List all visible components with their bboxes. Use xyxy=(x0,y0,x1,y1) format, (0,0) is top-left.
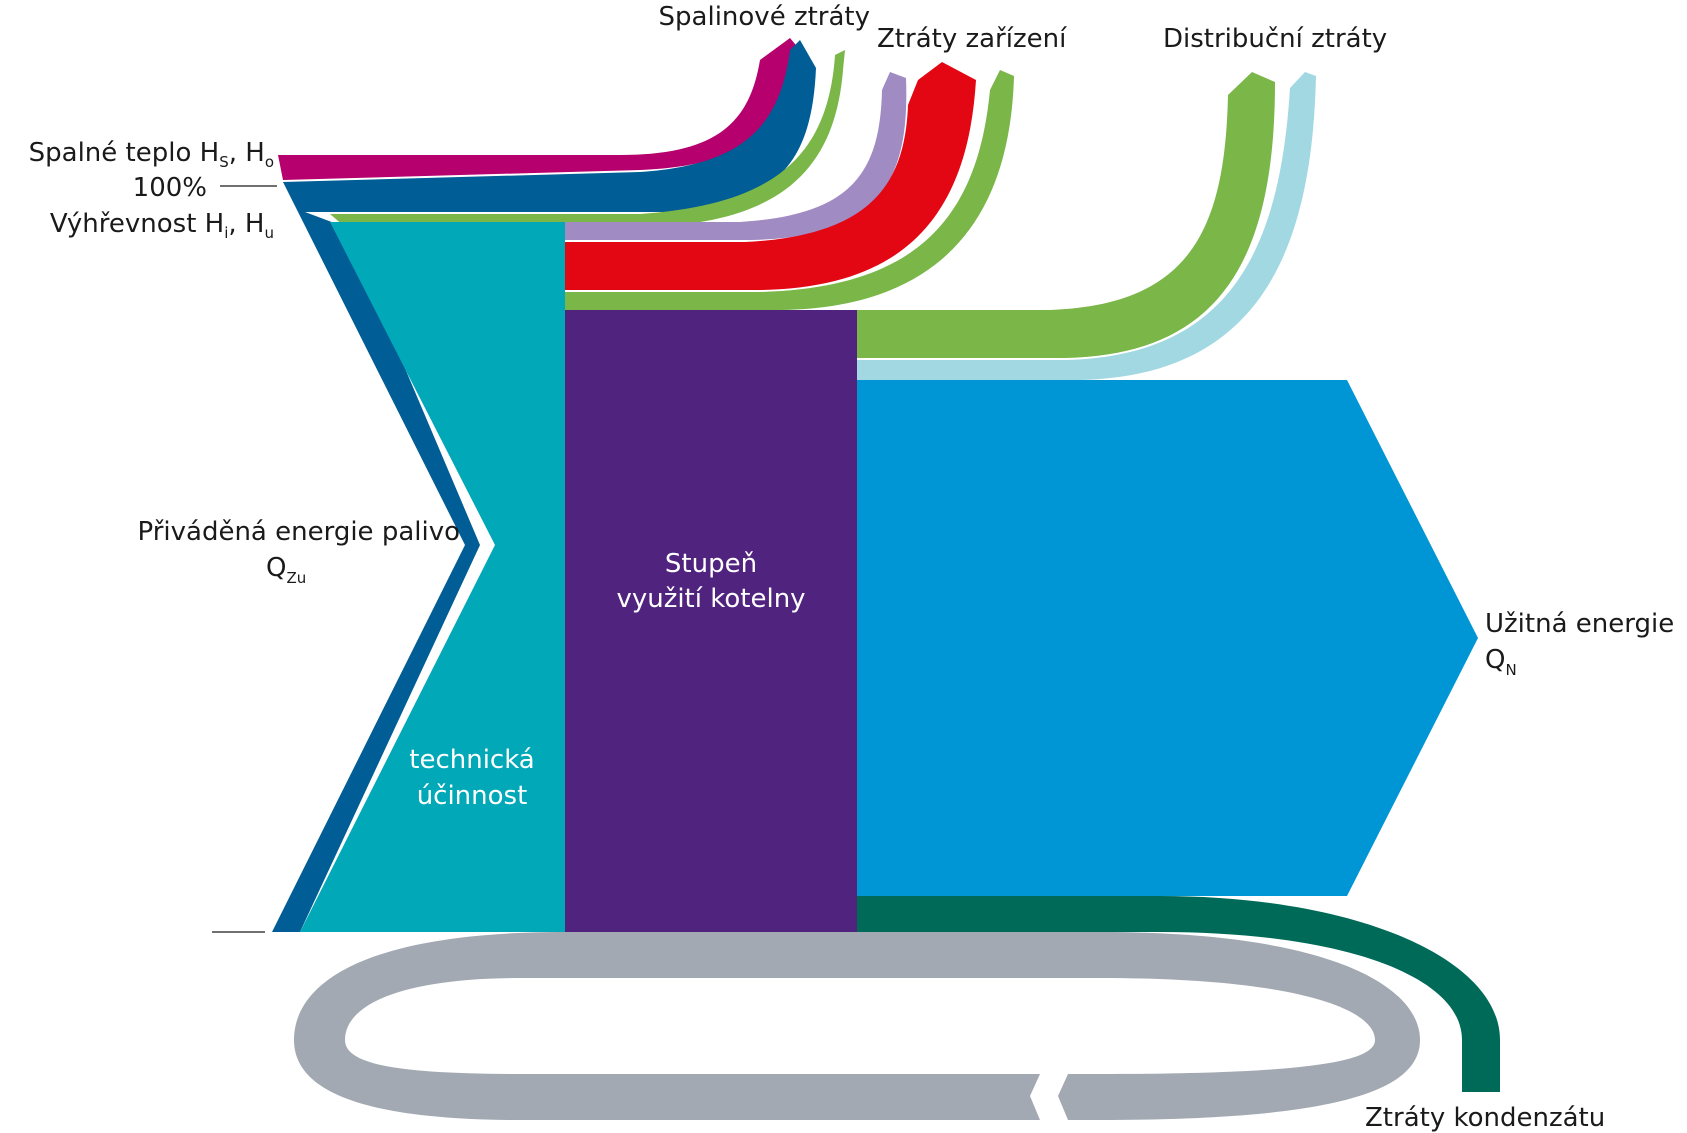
condensate-loss-band xyxy=(857,896,1500,1092)
boiler-utilization-label-line2: využití kotelny xyxy=(616,584,805,614)
useful-energy-arrow xyxy=(857,380,1478,896)
fuel-energy-input-label: Přiváděná energie palivo xyxy=(138,517,461,547)
useful-energy-label: Užitná energie xyxy=(1485,609,1674,639)
condensate-loss-label: Ztráty kondenzátu xyxy=(1365,1103,1605,1133)
technical-efficiency-label-line2: účinnost xyxy=(417,781,528,811)
net-calorific-value-label: Výhřevnost Hi, Hu xyxy=(50,209,274,242)
flue-gas-loss-label: Spalinové ztráty xyxy=(659,2,870,32)
fuel-input-chevron-outer xyxy=(272,182,480,932)
boiler-utilization-label-line1: Stupeň xyxy=(665,549,757,579)
flue-gas-loss-blue-band xyxy=(283,40,816,212)
technical-efficiency-area xyxy=(300,222,565,932)
equipment-loss-label: Ztráty zařízení xyxy=(877,24,1067,54)
distribution-loss-label: Distribuční ztráty xyxy=(1163,24,1387,54)
useful-energy-symbol: QN xyxy=(1485,645,1517,679)
flue-gas-loss-magenta-band xyxy=(278,38,800,180)
distribution-loss-green-band xyxy=(857,72,1275,358)
gross-calorific-value-label: Spalné teplo HS, Ho xyxy=(29,138,274,171)
fuel-energy-input-symbol: QZu xyxy=(266,553,306,587)
condensate-return-loop xyxy=(294,932,1420,1120)
equipment-loss-red-band xyxy=(565,62,976,290)
boiler-room-utilization-block xyxy=(565,310,857,932)
equipment-loss-lavender-band xyxy=(565,72,907,240)
technical-efficiency-label-line1: technická xyxy=(409,745,535,775)
percent-label: 100% xyxy=(133,173,207,203)
